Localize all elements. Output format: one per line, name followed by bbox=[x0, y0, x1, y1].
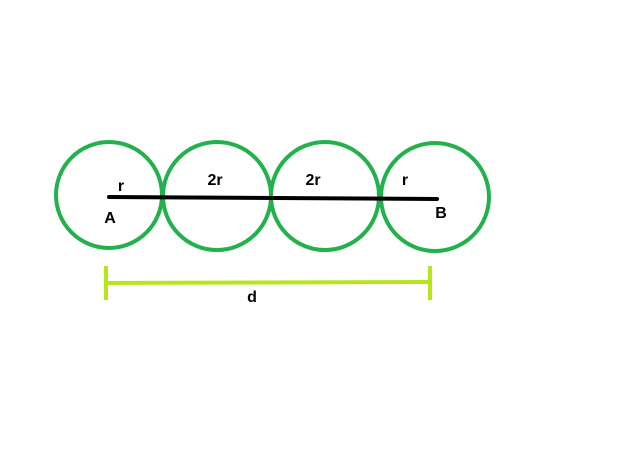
label-segment-4: r bbox=[402, 172, 408, 189]
label-segment-1: r bbox=[118, 178, 124, 195]
segment-ab bbox=[107, 195, 439, 201]
label-point-a: A bbox=[104, 210, 116, 227]
dimension-line bbox=[105, 280, 431, 285]
label-distance: d bbox=[247, 289, 257, 306]
circle-1 bbox=[54, 140, 164, 250]
label-segment-2: 2r bbox=[207, 172, 222, 189]
label-point-b: B bbox=[435, 205, 447, 222]
circle-3 bbox=[269, 140, 381, 252]
distance-dimension bbox=[104, 266, 432, 300]
label-segment-3: 2r bbox=[305, 172, 320, 189]
